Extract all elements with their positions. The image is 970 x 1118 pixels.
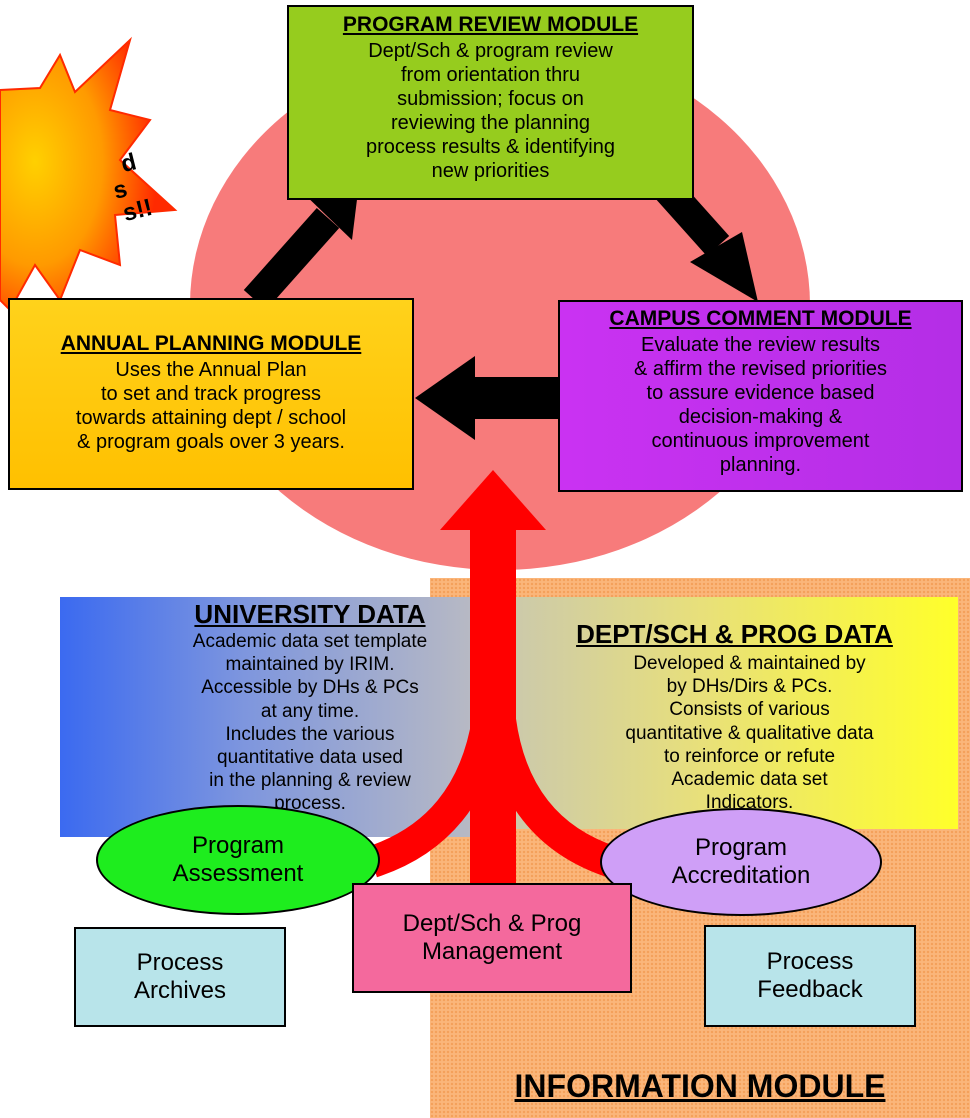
dept-management-line: Dept/Sch & Prog	[402, 910, 582, 938]
information-module-title: INFORMATION MODULE	[514, 1068, 886, 1104]
annual-planning-module: ANNUAL PLANNING MODULE Uses the Annual P…	[8, 298, 414, 490]
campus-comment-line: Evaluate the review results	[640, 334, 880, 356]
program-review-line: new priorities	[431, 160, 550, 182]
process-archives-line: Process	[136, 949, 224, 977]
starburst-shape	[0, 36, 178, 312]
program-review-line: reviewing the planning	[390, 112, 591, 134]
dept-management-line: Management	[421, 938, 563, 965]
dept-data-line: by DHs/Dirs & PCs.	[666, 676, 833, 698]
university-data-line: quantitative data used	[217, 746, 403, 768]
program-review-line: process results & identifying	[365, 136, 615, 158]
dept-data-line: quantitative & qualitative data	[625, 722, 874, 744]
university-data-line: Includes the various	[225, 723, 395, 745]
process-feedback-line: Feedback	[757, 976, 863, 1003]
university-data-line: in the planning & review	[209, 770, 411, 792]
campus-comment-module: CAMPUS COMMENT MODULE Evaluate the revie…	[558, 300, 963, 492]
annual-planning-title: ANNUAL PLANNING MODULE	[60, 332, 362, 355]
campus-comment-line: continuous improvement	[651, 430, 870, 452]
program-review-line: submission; focus on	[397, 88, 584, 110]
program-review-module: PROGRAM REVIEW MODULE Dept/Sch & program…	[287, 5, 694, 200]
process-feedback-line: Process	[766, 948, 854, 976]
annual-planning-line: & program goals over 3 years.	[77, 431, 345, 453]
program-assessment-line: Program	[191, 832, 285, 860]
university-data-line: Accessible by DHs & PCs	[201, 677, 419, 699]
dept-data-line: Developed & maintained by	[633, 653, 866, 674]
dept-management-box: Dept/Sch & Prog Management	[352, 883, 632, 993]
annual-planning-line: towards attaining dept / school	[75, 407, 347, 429]
annual-planning-line: to set and track progress	[100, 383, 322, 405]
campus-comment-line: to assure evidence based	[646, 382, 875, 404]
program-review-title: PROGRAM REVIEW MODULE	[342, 13, 639, 36]
dept-data-body: Developed & maintained by by DHs/Dirs & …	[541, 652, 958, 814]
program-review-line: from orientation thru	[401, 64, 580, 86]
dept-data-line: to reinforce or refute	[663, 745, 836, 767]
program-review-line: Dept/Sch & program review	[368, 40, 613, 62]
campus-comment-line: decision-making &	[678, 406, 843, 428]
university-data-line: at any time.	[260, 700, 360, 722]
program-assessment-ellipse: Program Assessment	[96, 805, 380, 915]
process-archives-box: Process Archives	[74, 927, 286, 1027]
dept-data-title: DEPT/SCH & PROG DATA	[576, 619, 893, 649]
annual-planning-body: Uses the Annual Plan to set and track pr…	[10, 358, 412, 454]
dept-data-box: DEPT/SCH & PROG DATA Developed & maintai…	[493, 597, 958, 829]
campus-comment-title: CAMPUS COMMENT MODULE	[609, 307, 912, 330]
program-assessment-line: Assessment	[172, 860, 304, 887]
university-data-line: maintained by IRIM.	[225, 654, 395, 676]
campus-comment-line: planning.	[719, 454, 802, 476]
university-data-title: UNIVERSITY DATA	[194, 599, 426, 629]
campus-comment-body: Evaluate the review results & affirm the…	[560, 333, 961, 477]
dept-data-line: Consists of various	[669, 699, 830, 721]
process-feedback-box: Process Feedback	[704, 925, 916, 1027]
dept-data-line: Academic data set	[671, 768, 828, 790]
annual-planning-line: Uses the Annual Plan	[115, 359, 307, 381]
process-archives-line: Archives	[133, 977, 227, 1004]
program-review-body: Dept/Sch & program review from orientati…	[289, 39, 692, 183]
program-accreditation-line: Accreditation	[671, 862, 811, 889]
campus-comment-line: & affirm the revised priorities	[633, 358, 888, 380]
university-data-body: Academic data set template maintained by…	[150, 630, 470, 815]
program-accreditation-ellipse: Program Accreditation	[600, 808, 882, 916]
university-data-line: Academic data set template	[192, 631, 428, 652]
university-data-box: UNIVERSITY DATA Academic data set templa…	[60, 597, 470, 837]
program-accreditation-line: Program	[694, 834, 788, 862]
